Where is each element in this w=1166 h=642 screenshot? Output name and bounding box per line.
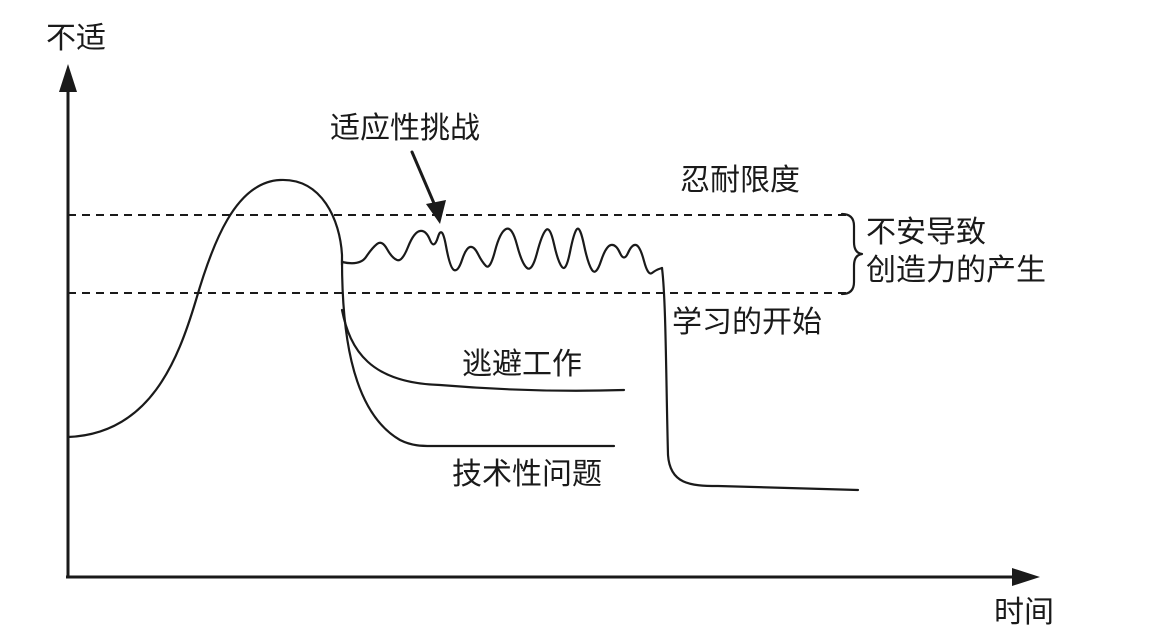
brace-label-line2: 创造力的产生	[866, 253, 1046, 288]
learning-start-label: 学习的开始	[672, 305, 822, 340]
discomfort-hump-curve	[66, 178, 344, 439]
challenge-arrowhead	[426, 200, 446, 224]
technical-problem-curve	[340, 258, 616, 448]
x-axis-arrowhead	[1012, 568, 1040, 586]
post-learning-drop-curve	[660, 266, 860, 492]
brace-label-line1: 不安导致	[866, 215, 986, 250]
x-axis-label: 时间	[994, 595, 1054, 630]
adaptive-oscillation-curve	[340, 227, 664, 275]
avoid-work-curve	[340, 308, 626, 392]
y-axis-label: 不适	[46, 21, 106, 56]
y-axis-arrowhead	[59, 64, 77, 92]
challenge-arrow-shaft	[410, 150, 438, 210]
zone-brace	[840, 212, 864, 296]
technical-problem-label: 技术性问题	[452, 457, 602, 492]
avoid-work-label: 逃避工作	[462, 347, 582, 382]
adaptive-challenge-label: 适应性挑战	[330, 111, 480, 146]
tolerance-limit-label: 忍耐限度	[680, 163, 800, 198]
